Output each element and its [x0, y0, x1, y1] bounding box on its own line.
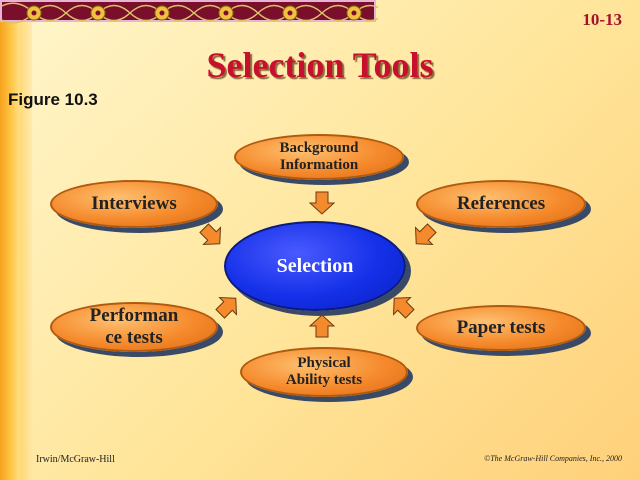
node-interviews: Interviews [50, 180, 218, 228]
node-background-information: Background Information [234, 134, 404, 180]
node-performance-tests-label: Performan ce tests [89, 305, 179, 348]
node-references: References [416, 180, 586, 228]
arrow-physical-to-selection [309, 314, 335, 338]
node-performance-tests: Performan ce tests [50, 302, 218, 352]
slide-title: Selection Tools [206, 45, 434, 85]
node-selection-label: Selection [276, 254, 354, 277]
node-physical-ability-tests: Physical Ability tests [240, 347, 408, 397]
arrow-paper-to-selection [385, 289, 419, 323]
left-decor-bar-inner [20, 22, 32, 480]
footer-copyright: ©The McGraw-Hill Companies, Inc., 2000 [484, 454, 622, 463]
arrow-interviews-to-selection [195, 219, 229, 253]
footer-publisher: Irwin/McGraw-Hill [36, 454, 115, 465]
arrow-background-to-selection [309, 191, 335, 215]
node-interviews-label: Interviews [91, 193, 177, 215]
node-physical-ability-tests-label: Physical Ability tests [285, 354, 363, 388]
node-paper-tests-label: Paper tests [456, 317, 546, 339]
figure-label: Figure 10.3 [8, 90, 98, 109]
node-references-label: References [456, 193, 546, 215]
left-decor-bar [0, 0, 20, 480]
node-selection: Selection [224, 221, 406, 311]
decorative-banner [0, 0, 378, 24]
node-paper-tests: Paper tests [416, 305, 586, 351]
banner-pattern [2, 2, 378, 24]
arrow-performance-to-selection [211, 289, 245, 323]
slide-number: 10-13 [582, 10, 622, 29]
node-background-information-label: Background Information [279, 139, 359, 173]
arrow-references-to-selection [407, 219, 441, 253]
